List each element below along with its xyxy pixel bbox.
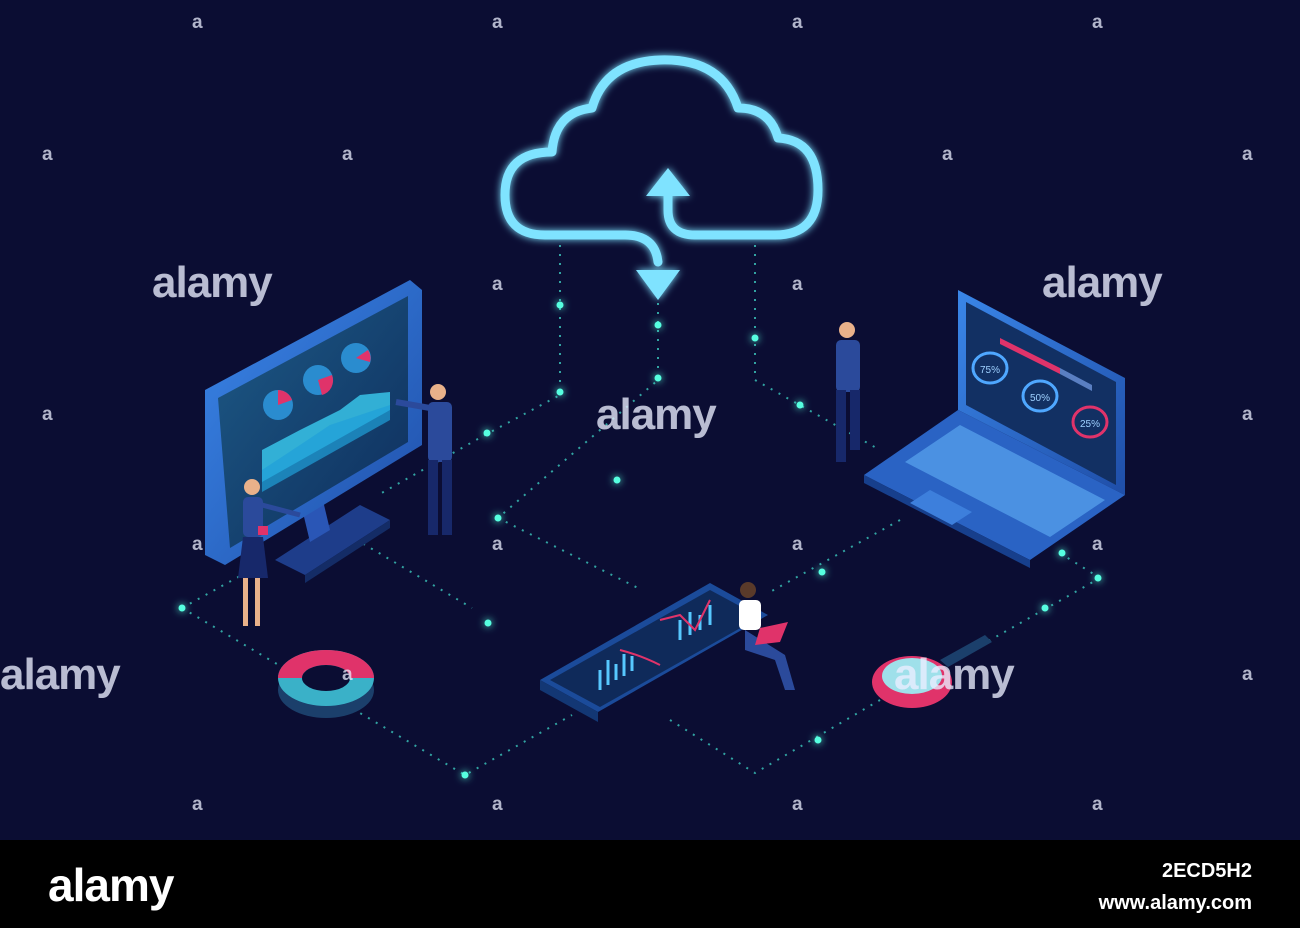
watermark-mark: a — [1242, 404, 1253, 425]
watermark-mark: a — [792, 12, 803, 33]
watermark-mark: a — [192, 12, 203, 33]
footer-logo[interactable]: alamy — [48, 859, 174, 911]
watermark-mark: a — [1242, 664, 1253, 685]
laptop: 75% 50% 25% — [864, 290, 1125, 568]
watermark-mark: a — [42, 144, 53, 165]
watermark-mark: a — [792, 794, 803, 815]
watermark-mark: a — [192, 534, 203, 555]
watermark-mark: a — [792, 534, 803, 555]
watermark-logo: alamy — [1042, 258, 1163, 307]
gauge-label-2: 50% — [1030, 393, 1050, 404]
person-presenter-man — [395, 384, 452, 535]
watermark-mark: a — [342, 144, 353, 165]
watermark-logo: alamy — [152, 258, 273, 307]
footer-url-link[interactable]: www.alamy.com — [1098, 892, 1252, 914]
watermark-logo: alamy — [894, 650, 1015, 699]
watermark-mark: a — [1092, 12, 1103, 33]
person-thinking-man — [836, 322, 860, 462]
watermark-mark: a — [1092, 794, 1103, 815]
watermark-mark: a — [492, 274, 503, 295]
download-arrow-icon — [636, 270, 680, 300]
gauge-label-1: 75% — [980, 365, 1000, 376]
upload-arrow-icon — [646, 168, 690, 196]
watermark-mark: a — [342, 664, 353, 685]
watermark-mark: a — [792, 274, 803, 295]
gauge-label-3: 25% — [1080, 419, 1100, 430]
image-id-label: 2ECD5H2 — [1161, 860, 1252, 882]
donut-chart-icon — [278, 650, 374, 718]
magnifier-icon — [872, 635, 992, 708]
watermark-mark: a — [192, 794, 203, 815]
watermark-mark: a — [942, 144, 953, 165]
desktop-monitor — [205, 280, 422, 583]
watermark-mark: a — [42, 404, 53, 425]
watermark-mark: a — [492, 534, 503, 555]
person-seated-laptop — [739, 582, 795, 690]
illustration-canvas: 75% 50% 25% — [0, 0, 1300, 840]
watermark-mark: a — [492, 12, 503, 33]
person-woman-left — [238, 479, 301, 626]
watermark-mark: a — [492, 794, 503, 815]
smartphone — [540, 583, 768, 722]
connector-lines — [181, 245, 1101, 777]
isometric-cloud-scene: 75% 50% 25% — [178, 55, 1125, 779]
connector-nodes — [178, 301, 1102, 779]
cloud-sync-icon — [500, 55, 823, 300]
watermark-logo: alamy — [596, 390, 717, 439]
stock-footer-bar: alamy 2ECD5H2 www.alamy.com — [0, 840, 1300, 928]
watermark-logo: alamy — [0, 650, 121, 699]
watermark-mark: a — [1092, 534, 1103, 555]
watermark-mark: a — [1242, 144, 1253, 165]
